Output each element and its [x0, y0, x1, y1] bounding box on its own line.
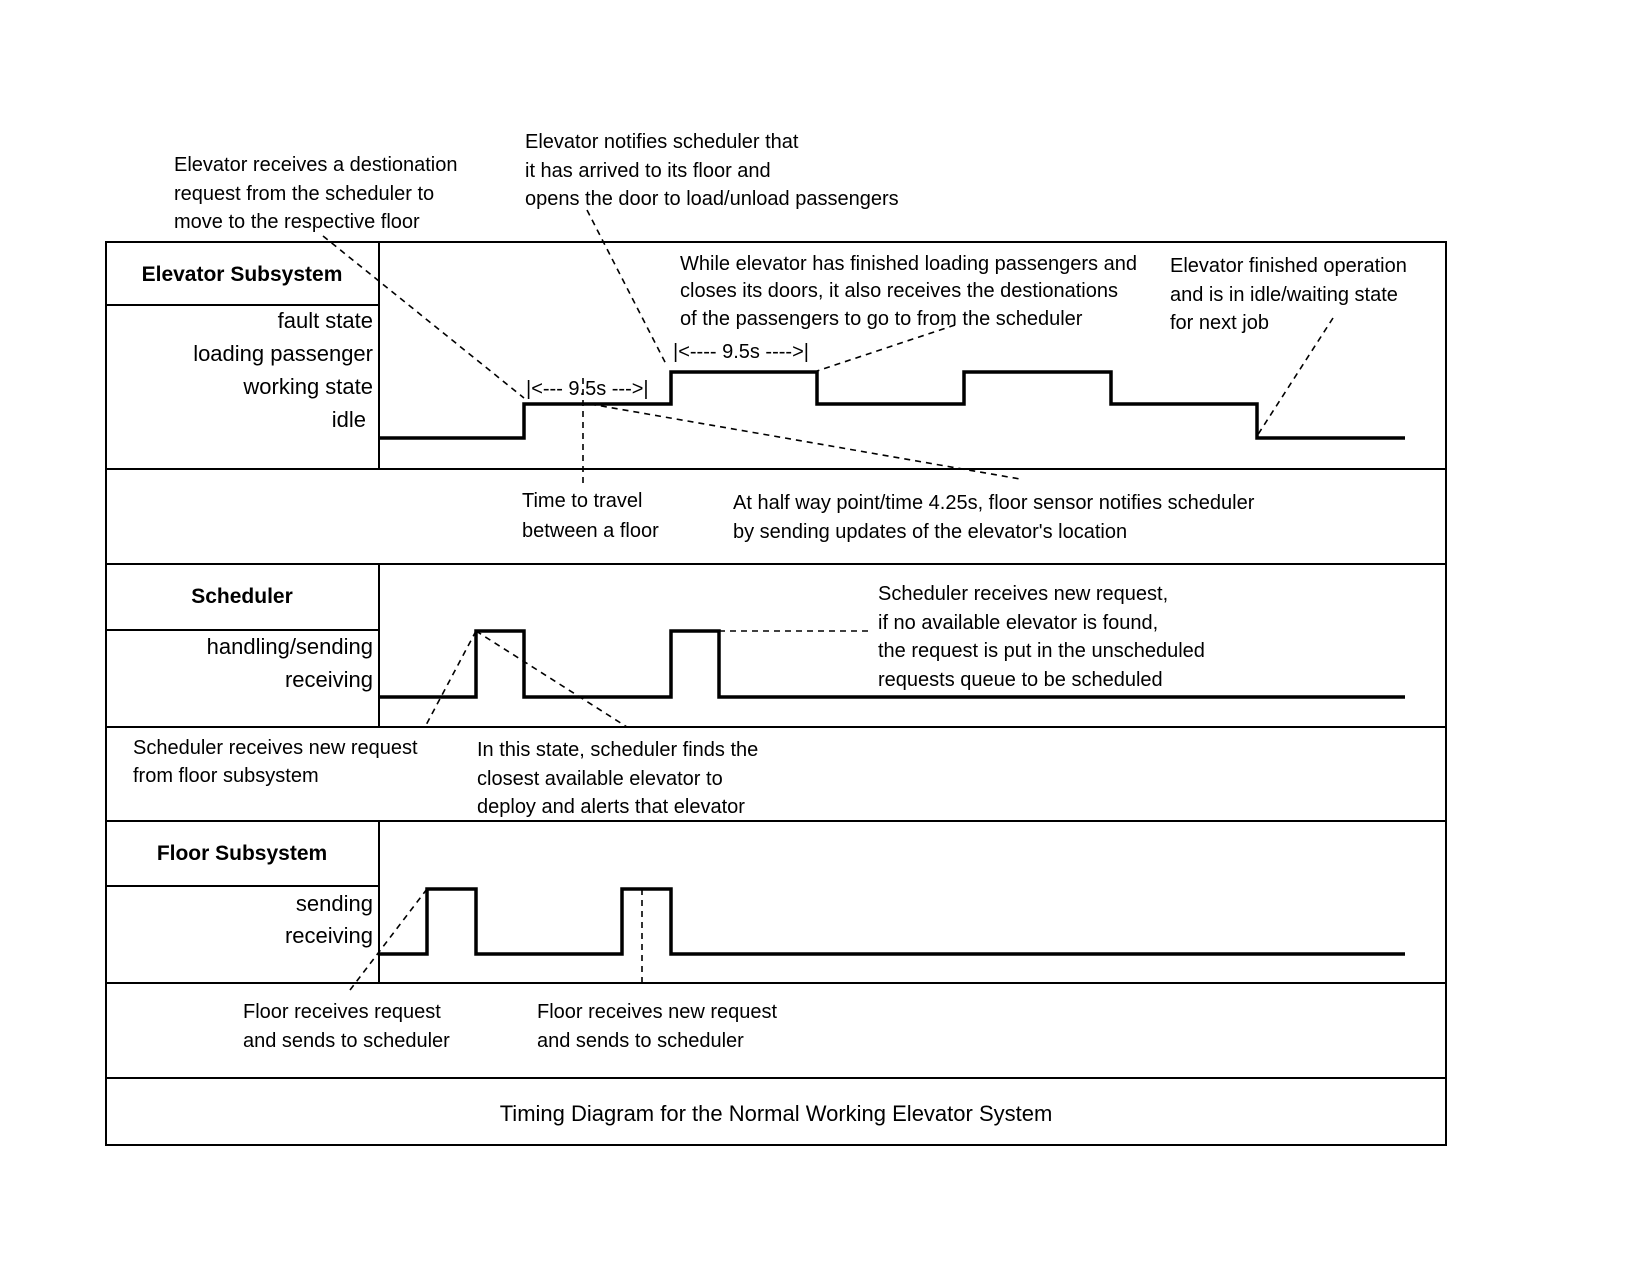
note-line: and is in idle/waiting state	[1170, 284, 1398, 306]
leader-arrived	[586, 209, 668, 367]
note-line: by sending updates of the elevator's loc…	[733, 521, 1127, 543]
note-line: between a floor	[522, 520, 659, 542]
interval-label-loading: |<---- 9.5s ---->|	[673, 341, 809, 363]
note-from-floor: Scheduler receives new request from floo…	[133, 737, 418, 787]
note-line: for next job	[1170, 312, 1269, 334]
diagram-caption: Timing Diagram for the Normal Working El…	[500, 1101, 1053, 1126]
scheduler-signal	[379, 629, 1405, 699]
elevator-signal	[379, 370, 1405, 440]
state-label-receiving: receiving	[285, 923, 373, 948]
note-line: from floor subsystem	[133, 765, 319, 787]
note-line: of the passengers to go to from the sche…	[680, 308, 1083, 330]
note-loading-finished: While elevator has finished loading pass…	[680, 253, 1137, 330]
note-line: and sends to scheduler	[243, 1030, 450, 1052]
note-line: closest available elevator to	[477, 768, 723, 790]
note-line: closes its doors, it also receives the d…	[680, 280, 1118, 302]
note-line: While elevator has finished loading pass…	[680, 253, 1137, 275]
scheduler-state-labels: handling/sending receiving	[207, 634, 373, 692]
state-label-loading: loading passenger	[193, 341, 373, 366]
state-label-idle: idle	[332, 407, 366, 432]
leader-finished	[1256, 317, 1334, 437]
leader-half-way	[589, 403, 1021, 480]
note-line: the request is put in the unscheduled	[878, 640, 1205, 662]
note-line: In this state, scheduler finds the	[477, 739, 758, 761]
note-line: At half way point/time 4.25s, floor sens…	[733, 492, 1255, 514]
note-line: deploy and alerts that elevator	[477, 796, 745, 818]
state-label-sending: sending	[296, 891, 373, 916]
note-destination-request: Elevator receives a destionation request…	[174, 154, 458, 233]
note-line: Elevator notifies scheduler that	[525, 131, 799, 153]
note-floor-new-request: Floor receives new request and sends to …	[537, 1001, 778, 1052]
elevator-state-labels: fault state loading passenger working st…	[193, 308, 373, 432]
note-line: opens the door to load/unload passengers	[525, 188, 899, 210]
note-finds-elevator: In this state, scheduler finds the close…	[477, 739, 758, 818]
note-travel-time: Time to travel between a floor	[522, 490, 659, 542]
floor-signal	[379, 887, 1405, 956]
note-line: it has arrived to its floor and	[525, 160, 771, 182]
note-line: Scheduler receives new request	[133, 737, 418, 759]
interval-label-travel: |<--- 9.5s --->|	[526, 378, 649, 400]
note-line: Elevator finished operation	[1170, 255, 1407, 277]
leader-lines	[322, 209, 1334, 991]
note-line: Scheduler receives new request,	[878, 583, 1168, 605]
note-line: move to the respective floor	[174, 211, 420, 233]
note-line: Time to travel	[522, 490, 642, 512]
note-floor-first-request: Floor receives request and sends to sche…	[243, 1001, 450, 1052]
scheduler-header: Scheduler	[191, 585, 293, 608]
note-arrived: Elevator notifies scheduler that it has …	[525, 131, 899, 210]
note-line: and sends to scheduler	[537, 1030, 744, 1052]
state-label-fault: fault state	[278, 308, 373, 333]
note-line: request from the scheduler to	[174, 183, 434, 205]
note-finished: Elevator finished operation and is in id…	[1170, 255, 1407, 334]
state-label-working: working state	[242, 374, 373, 399]
floor-state-labels: sending receiving	[285, 891, 373, 948]
note-line: if no available elevator is found,	[878, 612, 1158, 634]
state-label-receiving: receiving	[285, 667, 373, 692]
note-line: requests queue to be scheduled	[878, 669, 1163, 691]
floor-subsystem-header: Floor Subsystem	[157, 842, 327, 865]
elevator-subsystem-header: Elevator Subsystem	[142, 263, 343, 286]
note-new-request-unscheduled: Scheduler receives new request, if no av…	[878, 583, 1205, 691]
leader-from-floor	[424, 630, 477, 728]
leader-loading-finished	[816, 324, 956, 372]
note-half-way: At half way point/time 4.25s, floor sens…	[733, 492, 1255, 543]
leader-finds-elevator	[475, 630, 628, 728]
note-line: Floor receives request	[243, 1001, 441, 1023]
diagram-frame	[105, 241, 1447, 1146]
note-line: Elevator receives a destionation	[174, 154, 458, 176]
note-line: Floor receives new request	[537, 1001, 778, 1023]
state-label-handling-sending: handling/sending	[207, 634, 373, 659]
